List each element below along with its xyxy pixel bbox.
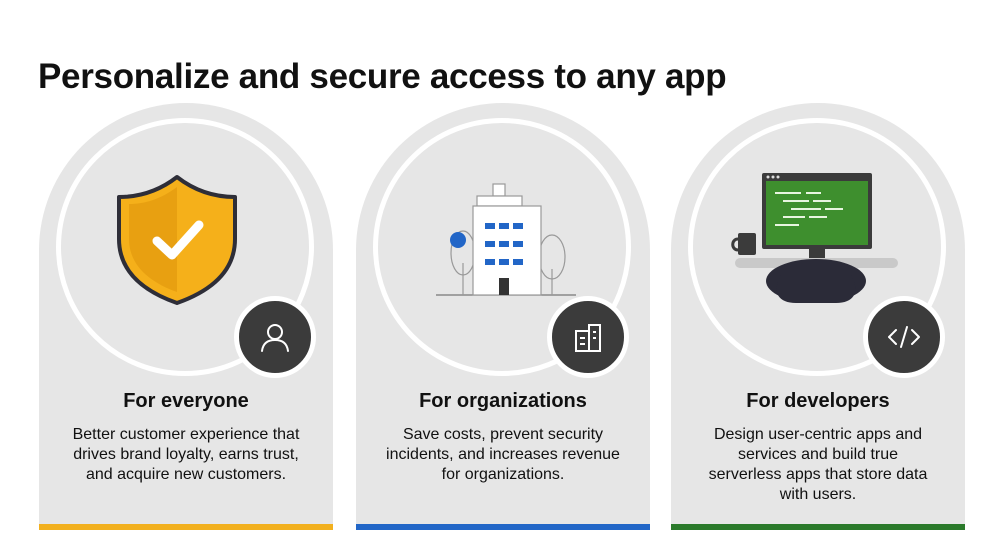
person-icon [261, 324, 289, 352]
page-title: Personalize and secure access to any app [38, 57, 727, 97]
card-for-organizations: For organizations Save costs, prevent se… [356, 103, 650, 530]
code-badge [863, 296, 945, 378]
buildings-badge [547, 296, 629, 378]
code-brackets-icon [888, 326, 920, 348]
card-heading: For developers [746, 390, 890, 412]
accent-bar [671, 524, 965, 530]
accent-bar [356, 524, 650, 530]
shield-check-icon [117, 175, 237, 305]
developer-desk-monitor-icon [731, 173, 898, 303]
card-for-developers: For developers Design user-centric apps … [671, 103, 965, 530]
card-description: Save costs, prevent security incidents, … [386, 426, 620, 483]
card-description: Better customer experience that drives b… [72, 426, 300, 483]
card-heading: For organizations [419, 390, 587, 412]
card-description: Design user-centric apps and services an… [708, 426, 928, 503]
accent-bar [39, 524, 333, 530]
card-heading: For everyone [123, 390, 249, 412]
card-for-everyone: For everyone Better customer experience … [39, 103, 333, 530]
person-badge [234, 296, 316, 378]
buildings-icon [575, 324, 601, 352]
office-building-icon [436, 183, 576, 296]
